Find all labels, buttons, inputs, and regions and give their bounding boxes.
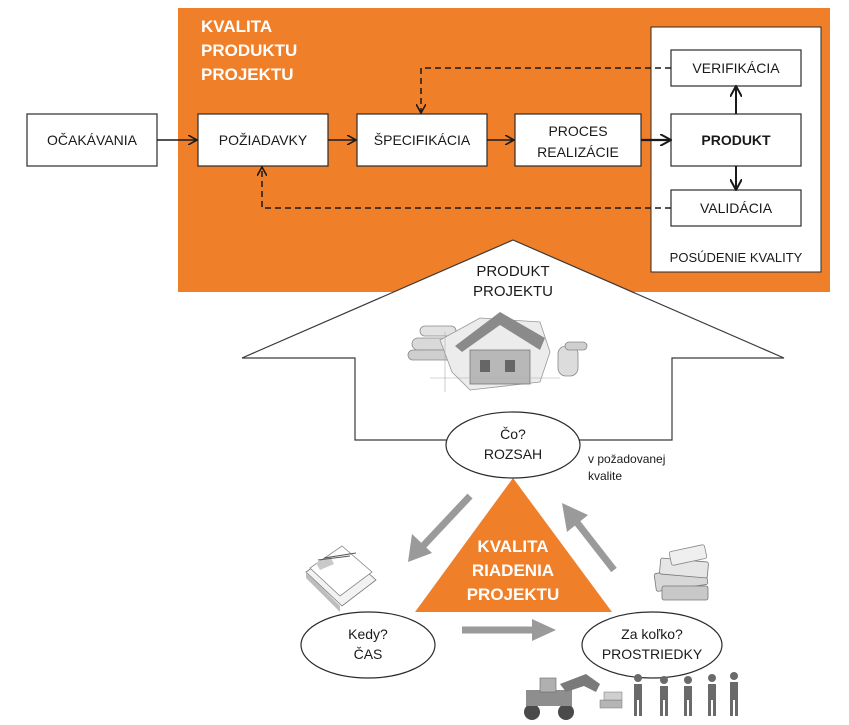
scope-label: ROZSAH bbox=[484, 446, 542, 462]
time-label: ČAS bbox=[354, 646, 383, 662]
cost-node bbox=[581, 611, 723, 679]
requirements-box bbox=[197, 113, 329, 167]
specification-box bbox=[356, 113, 488, 167]
scope-note-line-2: kvalite bbox=[588, 469, 622, 483]
scope-note-line-1: v požadovanej bbox=[588, 452, 665, 466]
feedback-verification-to-specification bbox=[421, 67, 671, 112]
validation-label: VALIDÁCIA bbox=[700, 200, 773, 216]
triangle-title-line-2: RIADENIA bbox=[472, 561, 554, 580]
triangle-title-line-3: PROJEKTU bbox=[467, 585, 560, 604]
feedback-validation-to-requirements bbox=[262, 168, 671, 209]
specification-label: ŠPECIFIKÁCIA bbox=[374, 132, 471, 148]
expectations-box bbox=[26, 113, 158, 167]
cost-label: PROSTRIEDKY bbox=[602, 646, 703, 662]
product-box bbox=[670, 113, 802, 167]
house-blueprint-icon bbox=[407, 312, 588, 392]
construction-workers-icon bbox=[524, 672, 738, 720]
product-label: PRODUKT bbox=[701, 132, 771, 148]
product-arrow-label-line-2: PROJEKTU bbox=[473, 283, 553, 300]
realization-process-label-line-1: PROCES bbox=[548, 123, 607, 139]
product-quality-title-line-3: PROJEKTU bbox=[201, 65, 294, 84]
expectations-label: OČAKÁVANIA bbox=[47, 132, 138, 148]
triangle-title-line-1: KVALITA bbox=[477, 537, 548, 556]
requirements-label: POŽIADAVKY bbox=[219, 132, 308, 148]
verification-label: VERIFIKÁCIA bbox=[692, 60, 780, 76]
project-management-quality-triangle bbox=[415, 478, 612, 612]
product-quality-title-line-1: KVALITA bbox=[201, 17, 272, 36]
scope-node bbox=[445, 411, 581, 479]
scope-question: Čo? bbox=[500, 426, 526, 442]
quality-assessment-label: POSÚDENIE KVALITY bbox=[670, 250, 803, 265]
money-stack-icon bbox=[653, 544, 709, 601]
time-node bbox=[300, 611, 436, 679]
realization-process-box bbox=[514, 113, 642, 167]
product-arrow-label-line-1: PRODUKT bbox=[476, 263, 549, 280]
calendar-icon bbox=[305, 545, 377, 612]
realization-process-label-line-2: REALIZÁCIE bbox=[537, 144, 619, 160]
arrow-scope-to-time bbox=[408, 493, 473, 562]
arrow-cost-to-scope bbox=[562, 503, 617, 573]
arrow-time-to-cost bbox=[462, 619, 556, 641]
product-quality-title-line-2: PRODUKTU bbox=[201, 41, 297, 60]
cost-question: Za koľko? bbox=[621, 626, 683, 642]
time-question: Kedy? bbox=[348, 626, 388, 642]
